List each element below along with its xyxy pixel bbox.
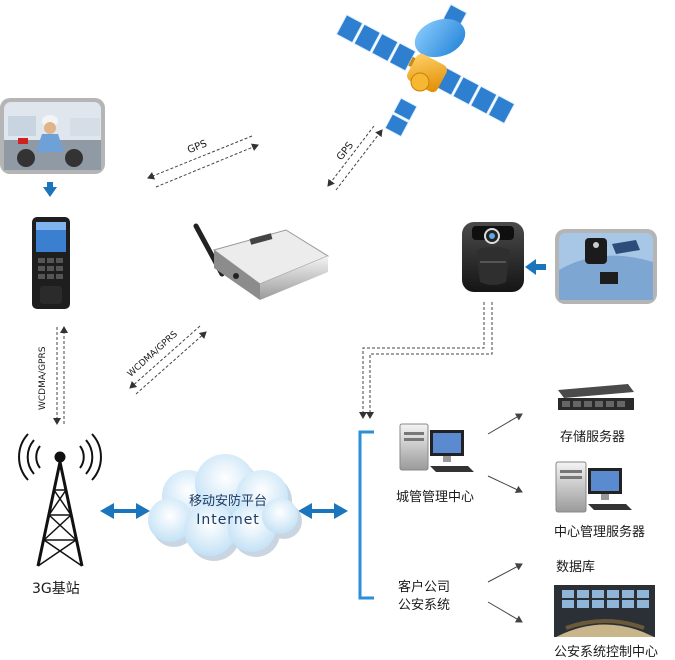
gps-link-left: [147, 135, 259, 188]
arrow-shoulder-to-camera: [525, 259, 546, 275]
body-camera-icon: [462, 222, 524, 292]
control-center-label: 公安系统控制中心: [554, 645, 659, 660]
database-label: 数据库: [556, 560, 596, 575]
computer-icon: [399, 423, 474, 472]
officer-photo: [0, 98, 105, 174]
connector-arrows: [487, 413, 523, 623]
city-center-label: 城管管理中心: [396, 490, 475, 505]
cloud-subtitle: Internet: [196, 512, 260, 528]
cloud-title: 移动安防平台: [188, 494, 267, 509]
arrow-tower-cloud: [100, 503, 150, 519]
wcdma-link-diagonal: [129, 325, 207, 395]
server-rack-icon: [558, 384, 634, 410]
wcdma-vertical-label: WCDMA/GPRS: [38, 346, 48, 410]
tower-server-icon: [555, 461, 632, 513]
public-security-label: 公安系统: [398, 598, 451, 613]
camera-to-center-link: [359, 302, 493, 419]
wcdma-link-vertical: [53, 326, 68, 425]
handheld-terminal-icon: [32, 217, 70, 309]
central-server-label: 中心管理服务器: [554, 525, 646, 540]
base-station-label: 3G基站: [32, 581, 80, 597]
shoulder-camera-photo: [555, 229, 657, 304]
arrow-photo-to-terminal: [43, 182, 57, 197]
satellite-icon: [335, 3, 516, 138]
storage-server-label: 存储服务器: [560, 430, 626, 445]
client-company-label: 客户公司: [398, 580, 451, 595]
gps-link-right: [327, 125, 383, 191]
control-room-photo: [554, 585, 655, 637]
center-bracket: [358, 430, 374, 600]
cell-tower-icon: [18, 433, 102, 567]
arrow-cloud-center: [298, 503, 348, 519]
router-icon: [193, 223, 330, 300]
cloud-icon: [148, 454, 302, 561]
